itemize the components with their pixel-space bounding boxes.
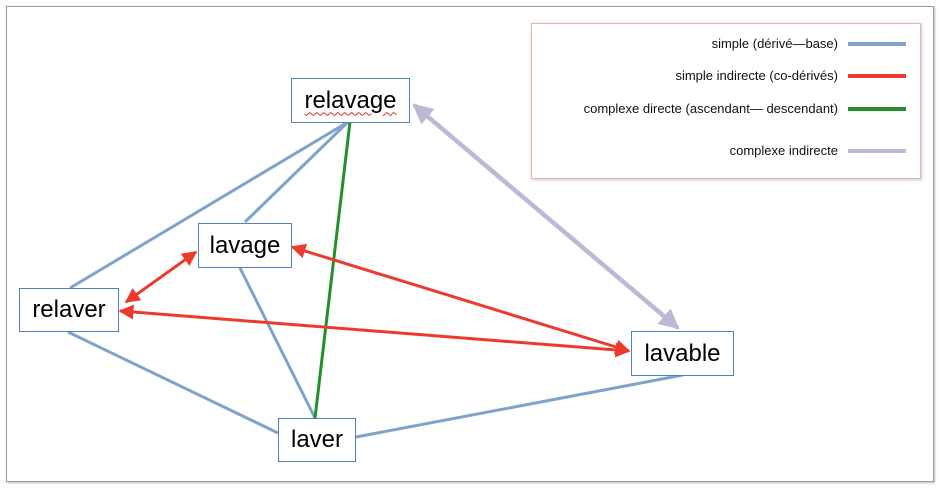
edge-relavage-relaver — [69, 120, 349, 290]
node-relaver-label: relaver — [32, 296, 106, 323]
legend-swatch-simple-indirecte — [848, 74, 906, 78]
legend-label-simple: simple (dérivé—base) — [711, 36, 838, 51]
node-lavage: lavage — [198, 223, 292, 268]
legend-swatch-simple — [848, 42, 906, 46]
edge-relavage-laver — [313, 121, 352, 419]
node-relavage-label: relavage — [304, 86, 397, 114]
node-relaver: relaver — [19, 288, 119, 332]
legend-label-complexe-indirecte: complexe indirecte — [729, 143, 838, 158]
node-lavable-label: lavable — [644, 339, 721, 367]
legend-item-complexe-indirecte: complexe indirecte — [532, 141, 920, 161]
node-relavage: relavage — [291, 78, 410, 123]
edge-relaver-lavable — [118, 304, 631, 358]
node-laver-label: laver — [290, 426, 344, 453]
legend-swatch-complexe-directe — [848, 107, 906, 111]
edge-lavage-lavable — [290, 243, 631, 355]
node-lavable: lavable — [631, 331, 734, 376]
edge-laver-lavable — [355, 373, 684, 439]
legend-swatch-complexe-indirecte — [848, 149, 906, 153]
legend-item-complexe-directe: complexe directe (ascendant— descendant) — [532, 99, 920, 119]
legend-label-complexe-directe: complexe directe (ascendant— descendant) — [583, 101, 838, 116]
legend-label-simple-indirecte-text: simple indirecte (co-dérivés) — [675, 68, 838, 83]
legend-item-simple-indirecte: simple indirecte (co-dérivés) — [532, 66, 920, 86]
edge-relaver-laver — [67, 330, 279, 435]
legend-label-simple-indirecte: simple indirecte (co-dérivés) — [675, 66, 838, 86]
node-lavage-label: lavage — [209, 231, 281, 259]
edge-relavage-lavable — [412, 103, 680, 330]
edge-lavage-laver — [238, 267, 317, 419]
legend-item-simple: simple (dérivé—base) — [532, 34, 920, 54]
edge-relavage-lavage — [243, 120, 350, 224]
edge-relaver-lavage — [124, 250, 198, 304]
node-laver: laver — [278, 418, 356, 462]
legend: simple (dérivé—base) simple indirecte (c… — [531, 23, 921, 179]
